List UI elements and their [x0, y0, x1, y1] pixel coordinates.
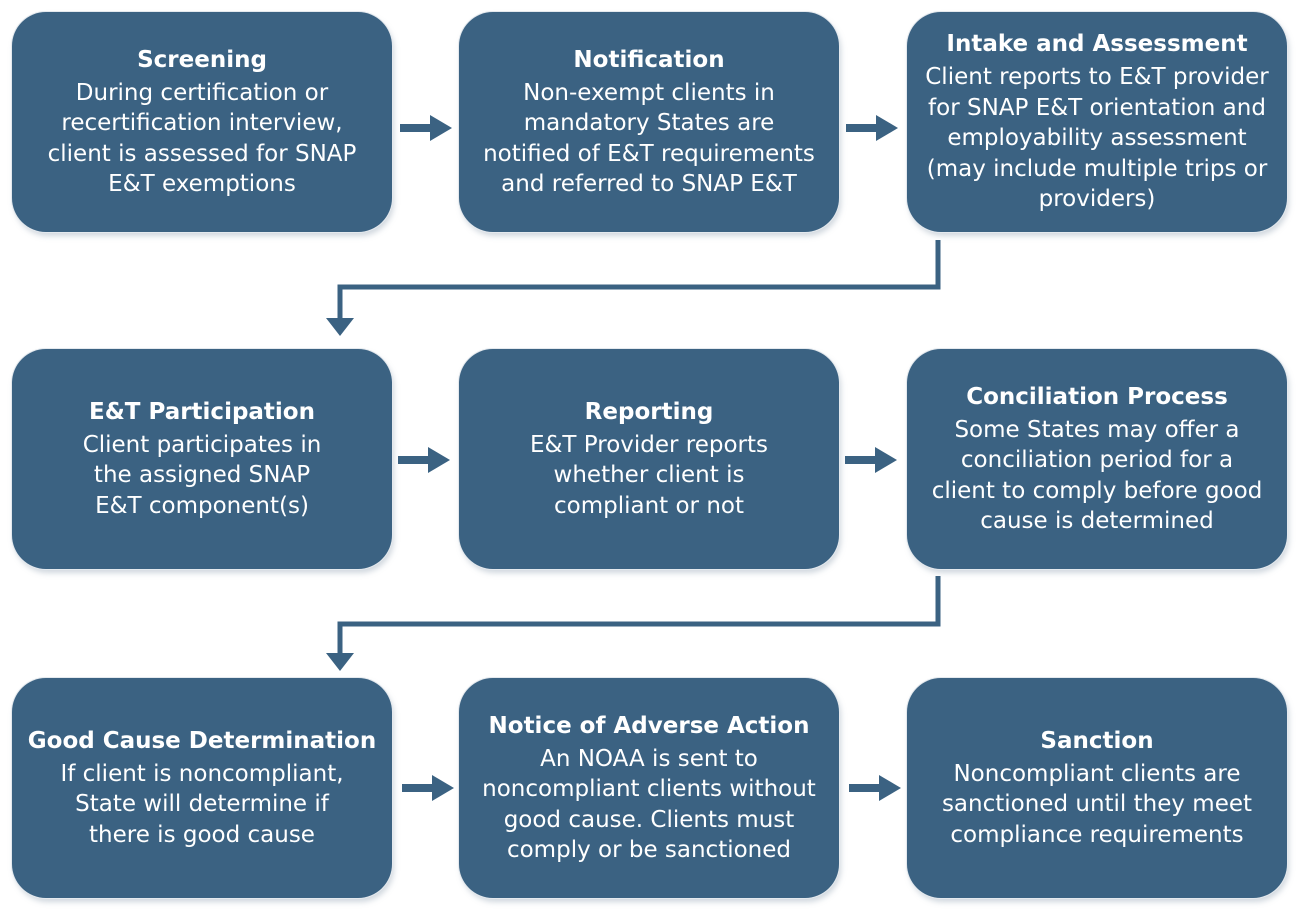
step-description: Non-exempt clients in mandatory States a…	[483, 79, 815, 198]
arrow-good-cause-to-noaa	[402, 775, 454, 801]
step-description: Some States may offer a conciliation per…	[931, 416, 1263, 535]
step-description: Client reports to E&T provider for SNAP …	[925, 64, 1269, 213]
step-sanction: Sanction Noncompliant clients are sancti…	[907, 678, 1287, 898]
step-title: Notice of Adverse Action	[488, 712, 810, 739]
step-conciliation-process: Conciliation Process Some States may off…	[907, 349, 1287, 569]
arrow-screening-to-notification	[400, 115, 452, 141]
arrow-conciliation-to-good-cause	[326, 576, 941, 671]
step-screening: Screening During certification or recert…	[12, 12, 392, 232]
step-good-cause-determination: Good Cause Determination If client is no…	[12, 678, 392, 898]
step-description: An NOAA is sent to noncompliant clients …	[482, 745, 816, 864]
arrow-participation-to-reporting	[398, 447, 450, 473]
step-title: Screening	[137, 46, 267, 73]
step-notice-of-adverse-action: Notice of Adverse Action An NOAA is sent…	[459, 678, 839, 898]
step-description: Noncompliant clients are sanctioned unti…	[941, 760, 1253, 848]
step-description: During certification or recertification …	[47, 79, 357, 198]
step-description: E&T Provider reports whether client is c…	[529, 431, 769, 519]
arrow-noaa-to-sanction	[849, 775, 901, 801]
arrow-notification-to-intake	[846, 115, 898, 141]
arrow-intake-to-participation	[326, 240, 941, 336]
step-reporting: Reporting E&T Provider reports whether c…	[459, 349, 839, 569]
step-title: Good Cause Determination	[27, 727, 377, 754]
arrow-reporting-to-conciliation	[845, 447, 897, 473]
step-title: Conciliation Process	[966, 383, 1228, 410]
step-title: Notification	[573, 46, 725, 73]
step-title: Reporting	[584, 398, 714, 425]
step-description: Client participates in the assigned SNAP…	[82, 431, 322, 519]
step-title: Sanction	[1040, 727, 1154, 754]
step-description: If client is noncompliant, State will de…	[60, 760, 344, 848]
step-title: Intake and Assessment	[946, 31, 1248, 58]
step-intake-and-assessment: Intake and Assessment Client reports to …	[907, 12, 1287, 232]
step-et-participation: E&T Participation Client participates in…	[12, 349, 392, 569]
step-title: E&T Participation	[88, 398, 315, 425]
step-notification: Notification Non-exempt clients in manda…	[459, 12, 839, 232]
